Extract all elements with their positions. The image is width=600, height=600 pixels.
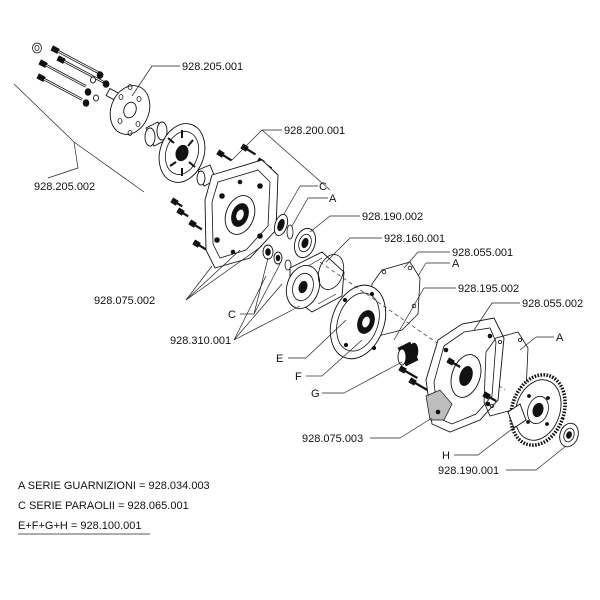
label-f: F (295, 371, 302, 383)
coupling-disk (158, 123, 206, 183)
label-a-mid: A (452, 258, 460, 270)
needle-bearing (397, 341, 419, 367)
label-928-205-001: 928.205.001 (182, 61, 243, 73)
bearing-lower (559, 422, 579, 448)
flange-plate (109, 84, 151, 136)
legend-line-a: A SERIE GUARNIZIONI = 928.034.003 (18, 480, 210, 492)
circlip (32, 42, 42, 54)
lower-housing (398, 317, 505, 433)
housing-cover (204, 159, 279, 269)
label-h: H (442, 450, 450, 462)
label-928-190-001: 928.190.001 (438, 465, 499, 477)
oil-seal (273, 213, 294, 240)
legend: A SERIE GUARNIZIONI = 928.034.003 C SERI… (18, 480, 210, 535)
label-928-055-002: 928.055.002 (522, 298, 583, 310)
label-928-200-001: 928.200.001 (284, 125, 345, 137)
bearing-upper (293, 227, 317, 259)
label-928-190-002: 928.190.002 (362, 211, 423, 223)
label-928-205-002: 928.205.002 (34, 181, 95, 193)
long-bolts (36, 45, 123, 107)
label-928-160-001: 928.160.001 (384, 233, 445, 245)
label-g: G (311, 388, 320, 400)
label-928-075-003: 928.075.003 (302, 433, 363, 445)
clutch-drum (285, 251, 345, 313)
gear-wheel (507, 373, 567, 447)
central-housing (329, 284, 387, 360)
cover-bolts (170, 143, 273, 251)
label-a-upper: A (329, 193, 337, 205)
label-e: E (276, 353, 283, 365)
axis-line (319, 261, 506, 391)
label-928-310-001: 928.310.001 (170, 335, 231, 347)
label-c-lower: C (228, 309, 236, 321)
seal-rings-lower (262, 244, 292, 271)
legend-line-efgh: E+F+G+H = 928.100.001 (18, 520, 142, 532)
label-928-195-002: 928.195.002 (458, 283, 519, 295)
hub-bush (144, 121, 168, 147)
label-928-055-001: 928.055.001 (452, 247, 513, 259)
legend-line-c: C SERIE PARAOLII = 928.065.001 (18, 500, 189, 512)
leader-lines (13, 65, 567, 471)
label-a-lower: A (556, 332, 564, 344)
label-928-075-002: 928.075.002 (94, 295, 155, 307)
label-c-upper: C (319, 181, 327, 193)
